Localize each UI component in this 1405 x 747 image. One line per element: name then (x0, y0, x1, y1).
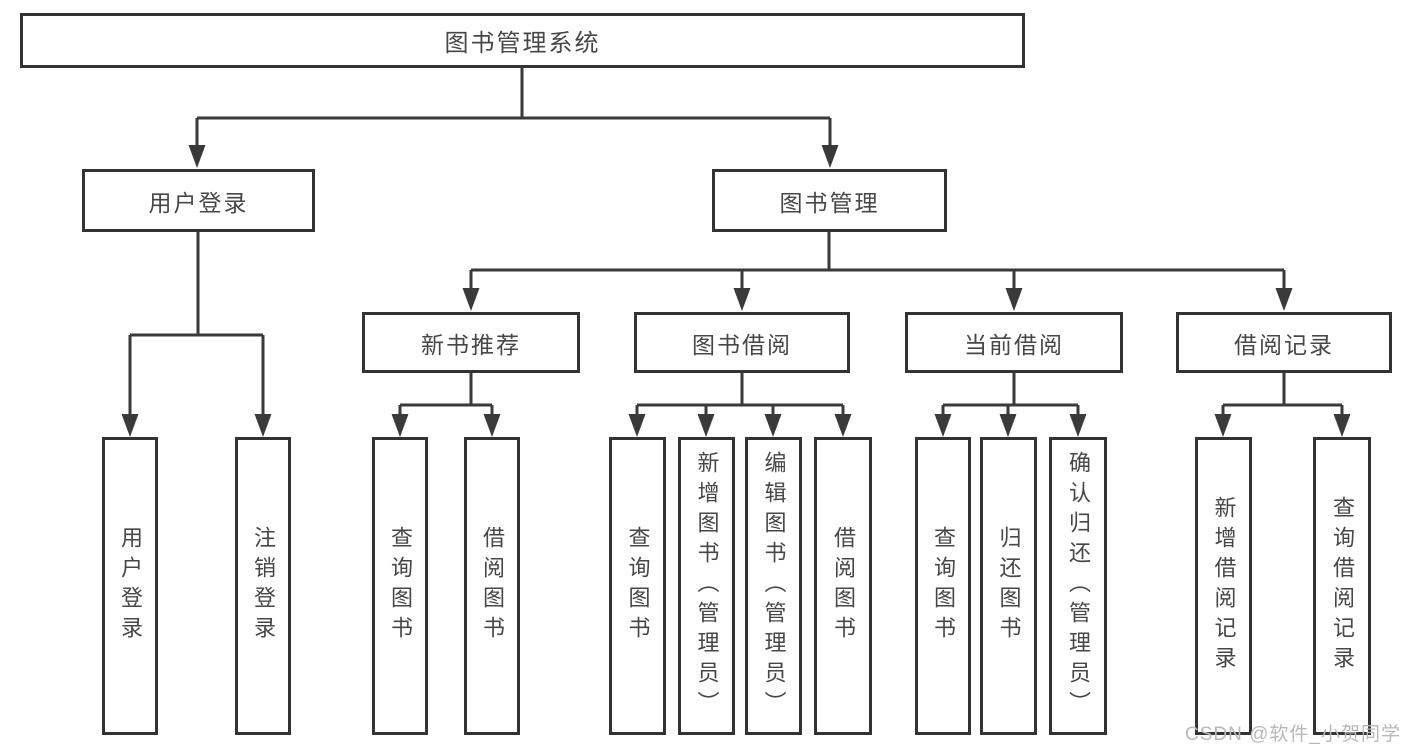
node-label: 图书借阅 (692, 331, 792, 358)
connector-book-borrow (635, 373, 845, 418)
node-book-borrow: 图书借阅 (634, 312, 850, 373)
arrowhead (733, 288, 751, 311)
node-current-borrow: 当前借阅 (905, 312, 1123, 373)
node-root-system: 图书管理系统 (20, 13, 1025, 68)
arrowhead (391, 414, 409, 437)
arrowheads (121, 145, 1351, 437)
leaf-borrow-books-1: 借阅图书 (464, 437, 520, 735)
arrowhead (834, 414, 852, 437)
node-new-book-recommend: 新书推荐 (362, 312, 580, 373)
node-label: 用户登录 (148, 189, 249, 216)
leaf-add-borrow-record: 新增借阅记录 (1195, 437, 1252, 735)
node-book-management: 图书管理 (712, 169, 947, 232)
node-label: 借阅图书 (480, 526, 505, 646)
connector-root (195, 68, 832, 148)
node-borrow-records: 借阅记录 (1176, 312, 1392, 373)
arrowhead (1275, 288, 1293, 311)
arrowhead (121, 414, 139, 437)
arrowhead (188, 145, 206, 168)
node-label: 借阅图书 (831, 526, 856, 646)
leaf-query-books-1: 查询图书 (372, 437, 428, 735)
arrowhead (999, 414, 1017, 437)
node-label: 归还图书 (996, 526, 1022, 646)
node-label: 编辑图书（管理员） (761, 451, 787, 721)
leaf-user-login: 用户登录 (102, 437, 158, 735)
node-label: 查询图书 (625, 526, 651, 646)
node-label: 注销登录 (251, 526, 276, 646)
connector-new-books (398, 373, 494, 418)
csdn-watermark: CSDN @软件_小贺同学 (1185, 724, 1401, 745)
leaf-borrow-books-2: 借阅图书 (814, 437, 872, 735)
node-label: 查询图书 (388, 526, 413, 646)
leaf-confirm-return-admin: 确认归还（管理员） (1049, 437, 1107, 735)
node-label: 查询借阅记录 (1330, 496, 1355, 676)
node-label: 当前借阅 (964, 331, 1064, 358)
node-label: 确认归还（管理员） (1066, 451, 1091, 721)
node-label: 借阅记录 (1234, 331, 1334, 358)
node-label: 新书推荐 (421, 331, 521, 358)
arrowhead (934, 414, 952, 437)
node-label: 查询图书 (931, 526, 956, 646)
arrowhead (697, 414, 715, 437)
leaf-edit-books-admin: 编辑图书（管理员） (745, 437, 802, 735)
arrowhead (1333, 414, 1351, 437)
arrowhead (1005, 288, 1023, 311)
connector-user-login (128, 232, 265, 418)
arrowhead (483, 414, 501, 437)
leaf-return-books: 归还图书 (980, 437, 1037, 735)
node-label: 图书管理系统 (444, 30, 601, 57)
leaf-query-books-2: 查询图书 (609, 437, 666, 735)
arrowhead (1214, 414, 1232, 437)
leaf-logout: 注销登录 (235, 437, 291, 735)
arrowhead (1069, 414, 1087, 437)
arrowhead (628, 414, 646, 437)
connector-borrow-records (1221, 373, 1344, 418)
leaf-query-borrow-record: 查询借阅记录 (1313, 437, 1371, 735)
arrowhead (254, 414, 272, 437)
arrowhead (764, 414, 782, 437)
arrowhead (462, 288, 480, 311)
leaf-add-books-admin: 新增图书（管理员） (678, 437, 735, 735)
connector-book-mgmt (469, 232, 1286, 292)
leaf-query-books-3: 查询图书 (915, 437, 971, 735)
node-label: 新增借阅记录 (1211, 496, 1237, 676)
arrowhead (821, 145, 839, 168)
node-label: 图书管理 (779, 189, 880, 216)
node-label: 用户登录 (118, 526, 143, 646)
node-user-login: 用户登录 (82, 169, 315, 232)
connector-current-borrow (941, 373, 1080, 418)
node-label: 新增图书（管理员） (694, 451, 720, 721)
